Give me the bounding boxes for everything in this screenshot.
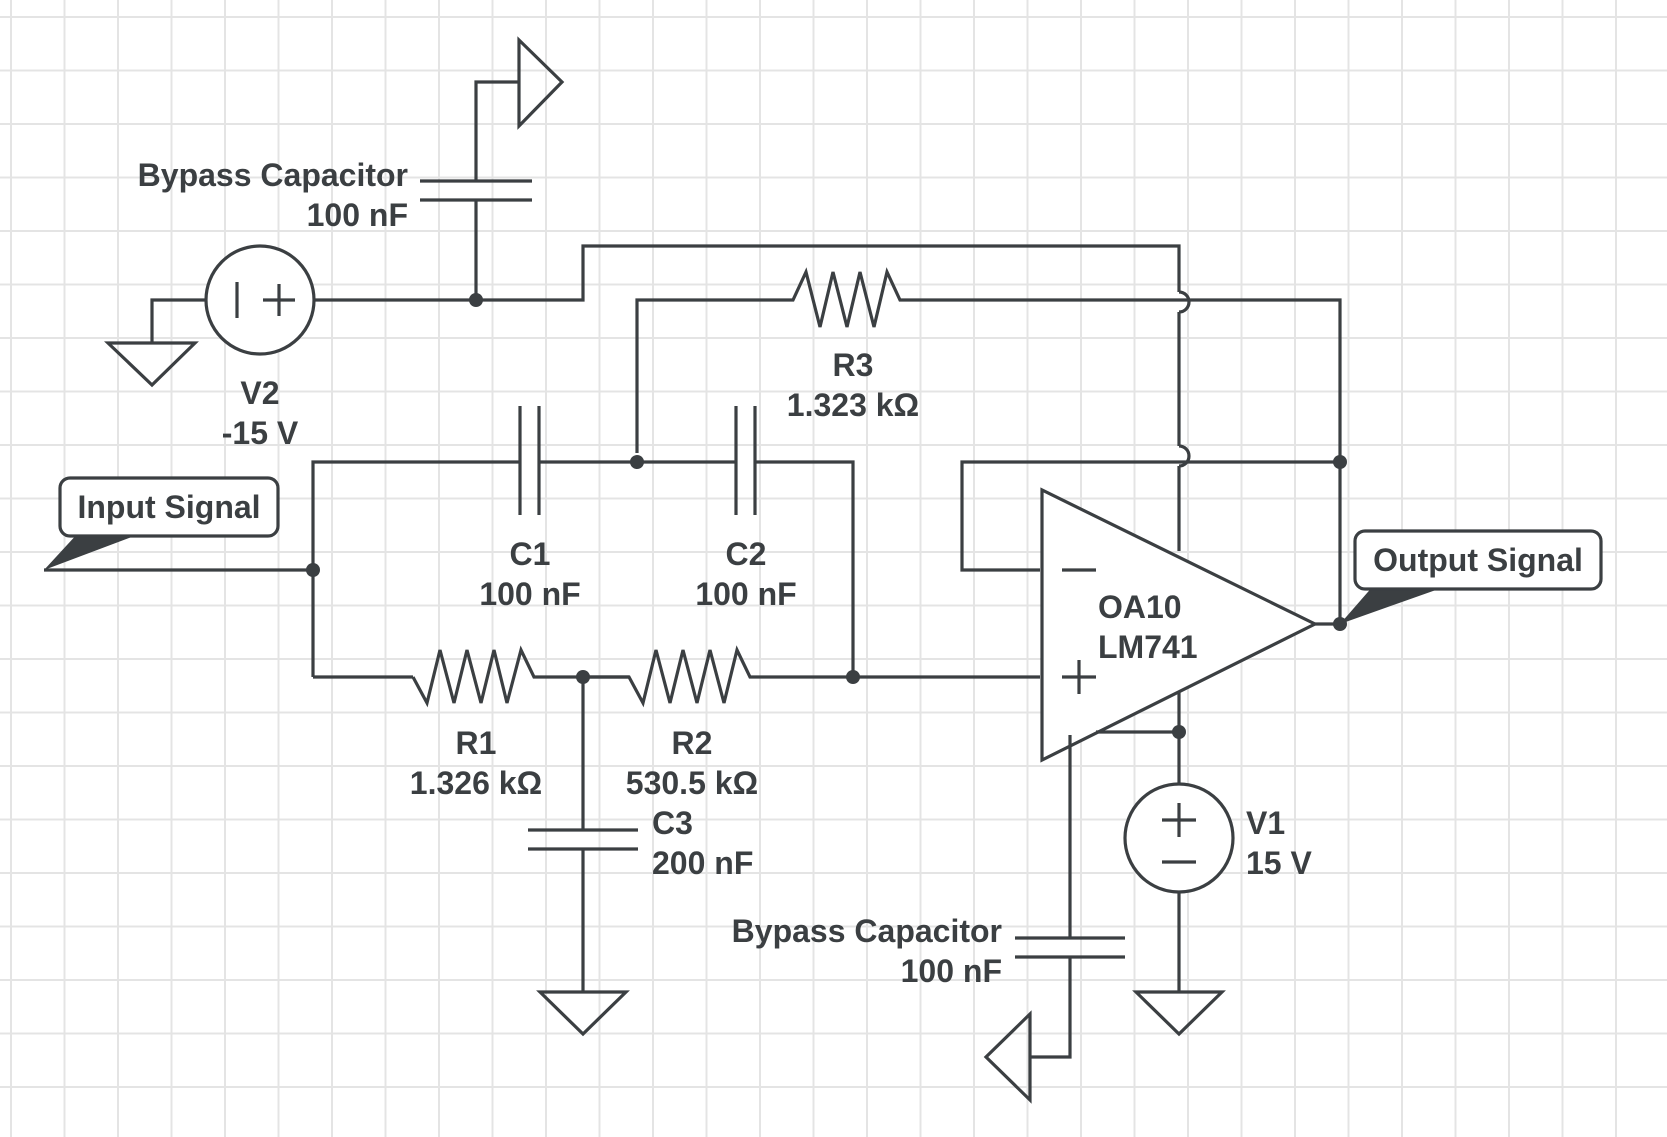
c2-capacitor — [734, 406, 855, 677]
r3-value-label: 1.323 kΩ — [787, 387, 919, 423]
opamp-name-label: OA10 — [1098, 589, 1182, 625]
v1-voltage-source — [1123, 732, 1235, 1037]
output-signal-flag: Output Signal — [1340, 529, 1603, 624]
r2-resistor — [583, 645, 1040, 708]
junction-dot — [306, 563, 320, 577]
r1-resistor — [411, 645, 629, 708]
c2-name-label: C2 — [726, 536, 767, 572]
bypass-bottom-value-label: 100 nF — [901, 953, 1002, 989]
input-signal-flag: Input Signal — [44, 476, 280, 570]
r1-name-label: R1 — [456, 725, 497, 761]
junction-dot — [846, 670, 860, 684]
v1-name-label: V1 — [1246, 805, 1285, 841]
c1-name-label: C1 — [510, 536, 551, 572]
junction-dot — [1172, 725, 1186, 739]
opamp-oa10 — [1040, 487, 1340, 763]
input-wires — [44, 460, 520, 679]
c3-capacitor — [528, 677, 638, 1037]
c3-value-label: 200 nF — [652, 845, 753, 881]
bypass-top-value-label: 100 nF — [307, 197, 408, 233]
r2-value-label: 530.5 kΩ — [626, 765, 758, 801]
top-bypass-capacitor — [420, 36, 565, 300]
bottom-bypass-capacitor — [983, 735, 1125, 1104]
top-wire-network — [314, 244, 1191, 535]
c1-capacitor — [518, 406, 736, 515]
v2-name-label: V2 — [240, 375, 279, 411]
c3-name-label: C3 — [652, 805, 693, 841]
v2-ground-symbol — [104, 298, 205, 388]
junction-dot — [469, 293, 483, 307]
v2-value-label: -15 V — [222, 415, 299, 451]
v1-value-label: 15 V — [1246, 845, 1312, 881]
junction-dot — [576, 670, 590, 684]
junction-dot — [630, 455, 644, 469]
bypass-top-name-label: Bypass Capacitor — [138, 157, 408, 193]
inverting-feedback-wire — [960, 460, 1340, 572]
r2-name-label: R2 — [672, 725, 713, 761]
c2-value-label: 100 nF — [695, 576, 796, 612]
input-signal-label: Input Signal — [77, 489, 260, 525]
v2-voltage-source — [204, 244, 316, 356]
bypass-bottom-name-label: Bypass Capacitor — [732, 913, 1002, 949]
opamp-model-label: LM741 — [1098, 629, 1198, 665]
c1-value-label: 100 nF — [479, 576, 580, 612]
r1-value-label: 1.326 kΩ — [410, 765, 542, 801]
r3-resistor — [635, 267, 1342, 620]
junction-dot — [1333, 455, 1347, 469]
output-signal-label: Output Signal — [1373, 542, 1583, 578]
r3-name-label: R3 — [833, 347, 874, 383]
